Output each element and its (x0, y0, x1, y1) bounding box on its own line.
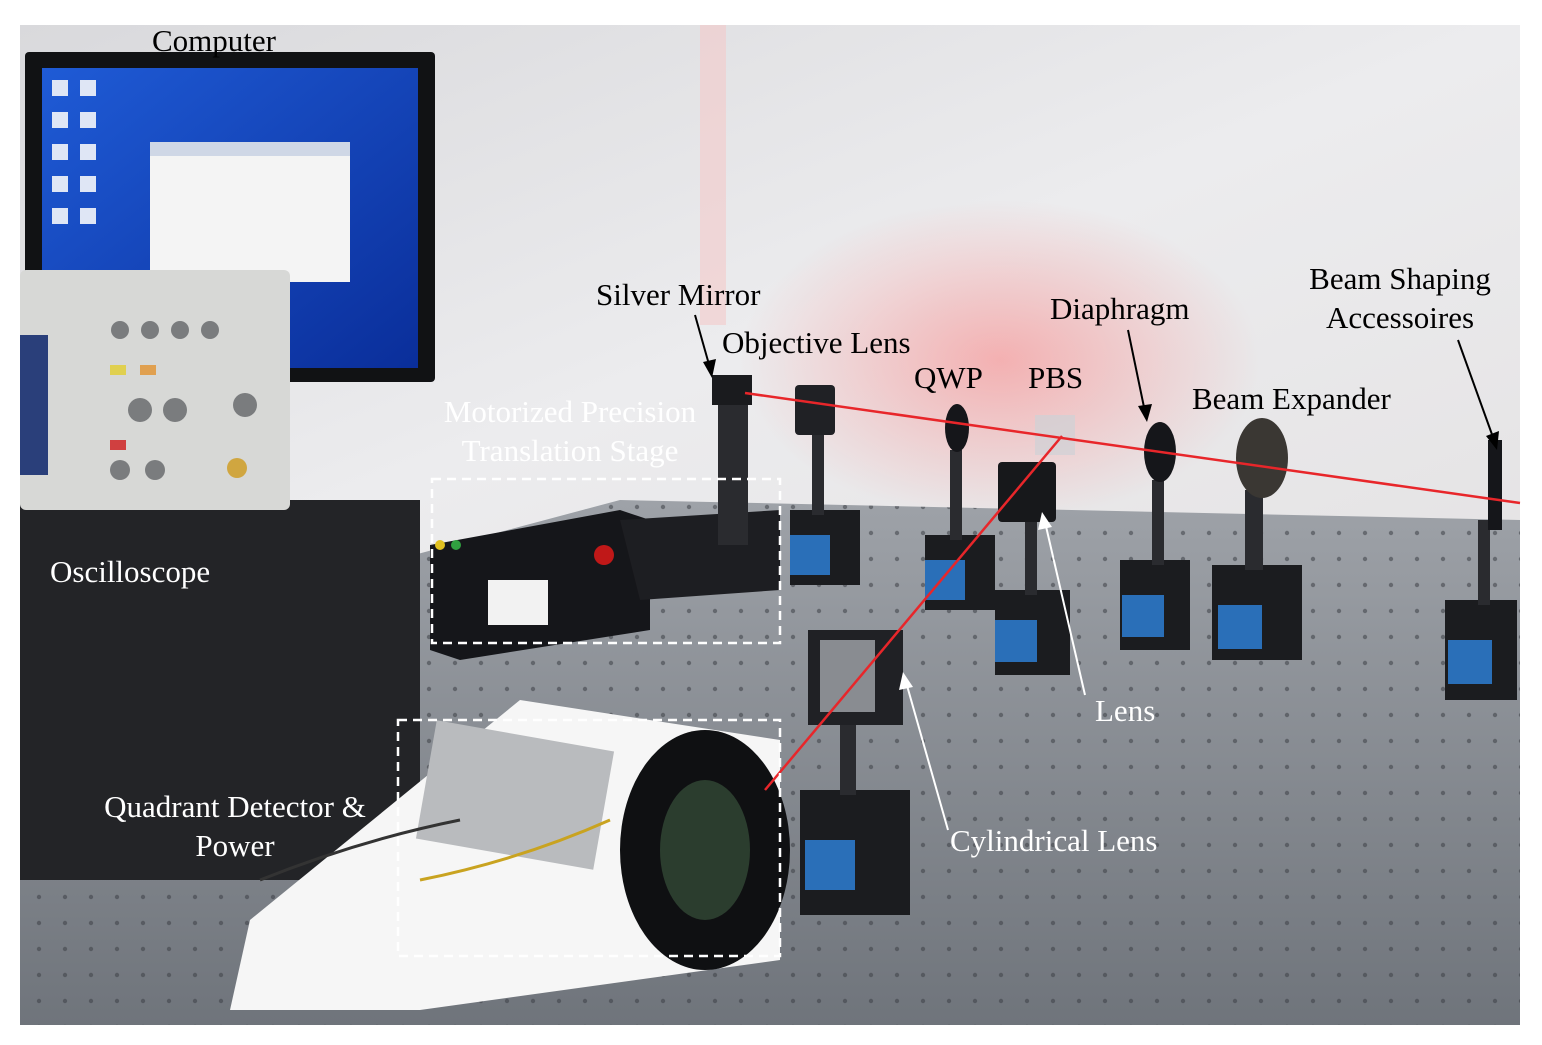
label-beam-shaping: Beam Shaping Accessoires (1285, 260, 1515, 338)
base-cylindrical-lens (800, 630, 910, 915)
label-quadrant-detector-line1: Quadrant Detector & (104, 789, 366, 824)
translation-stage-highlight (430, 477, 782, 645)
oscilloscope-device (20, 270, 290, 510)
base-qwp (925, 404, 995, 610)
label-quadrant-detector: Quadrant Detector & Power (80, 788, 390, 866)
arrow-lens (1038, 512, 1086, 696)
label-translation-stage-line1: Motorized Precision (443, 394, 697, 429)
label-lens: Lens (1095, 693, 1156, 728)
arrow-cylindrical-lens (899, 672, 949, 831)
label-oscilloscope: Oscilloscope (50, 554, 211, 589)
label-cylindrical-lens: Cylindrical Lens (950, 823, 1158, 858)
label-objective-lens: Objective Lens (722, 325, 911, 360)
label-quadrant-detector-line2: Power (195, 827, 275, 863)
base-objective (790, 385, 860, 585)
laser-beams (744, 391, 1521, 791)
arrow-silver-mirror (694, 314, 716, 378)
base-beam-shaping (1445, 440, 1517, 700)
quadrant-detector-device (230, 700, 790, 1010)
base-beam-expander (1212, 418, 1302, 660)
base-silver-mirror (712, 375, 752, 545)
label-diaphragm: Diaphragm (1050, 291, 1190, 326)
arrow-beam-shaping (1457, 339, 1499, 450)
label-silver-mirror: Silver Mirror (596, 277, 761, 312)
base-pbs-lens (995, 415, 1075, 675)
label-pbs: PBS (1028, 360, 1084, 395)
label-computer: Computer (152, 23, 276, 58)
label-translation-stage-line2: Translation Stage (461, 432, 679, 468)
photo-area (20, 25, 1521, 1025)
label-translation-stage: Motorized Precision Translation Stage (420, 393, 720, 471)
quadrant-detector-highlight (396, 718, 782, 958)
arrow-diaphragm (1127, 329, 1152, 422)
label-beam-shaping-line2: Accessoires (1325, 299, 1475, 335)
label-beam-shaping-line1: Beam Shaping (1309, 261, 1491, 296)
label-beam-expander: Beam Expander (1192, 381, 1391, 416)
label-qwp: QWP (914, 360, 983, 395)
annotation-arrows (694, 314, 1499, 831)
